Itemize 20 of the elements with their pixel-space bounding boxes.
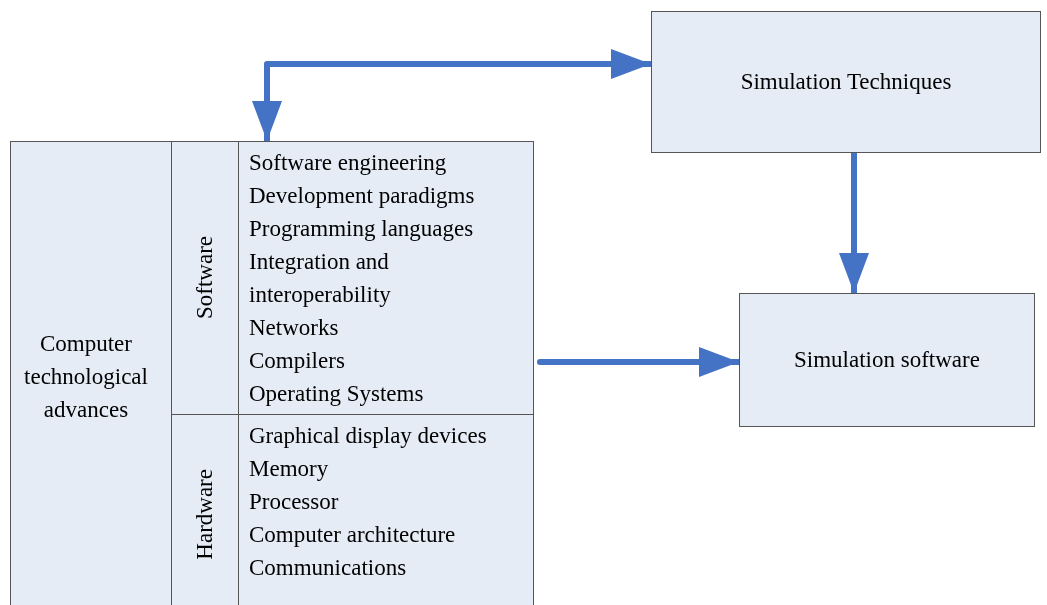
group-label: Computer technological advances <box>23 329 149 424</box>
list-item: Operating Systems <box>249 380 425 408</box>
list-item: Development paradigms <box>249 182 476 210</box>
group-box <box>10 141 534 605</box>
process-box <box>651 11 1041 153</box>
list-item: Memory <box>249 455 330 483</box>
category-label: Hardware <box>192 468 218 560</box>
list-item: Computer architecture <box>249 521 457 549</box>
list-item: Programming languages <box>249 215 475 243</box>
list-item: Compilers <box>249 347 346 375</box>
list-item: Integration and interoperability <box>249 248 392 309</box>
list-item: Networks <box>249 314 340 342</box>
list-item: Software engineering <box>249 149 448 177</box>
box-label: Simulation software <box>794 347 980 373</box>
process-box <box>739 293 1035 427</box>
list-item: Communications <box>249 554 408 582</box>
category-label: Software <box>192 236 218 320</box>
box-label: Simulation Techniques <box>740 69 952 95</box>
list-item: Processor <box>249 488 340 516</box>
list-item: Graphical display devices <box>249 422 488 450</box>
